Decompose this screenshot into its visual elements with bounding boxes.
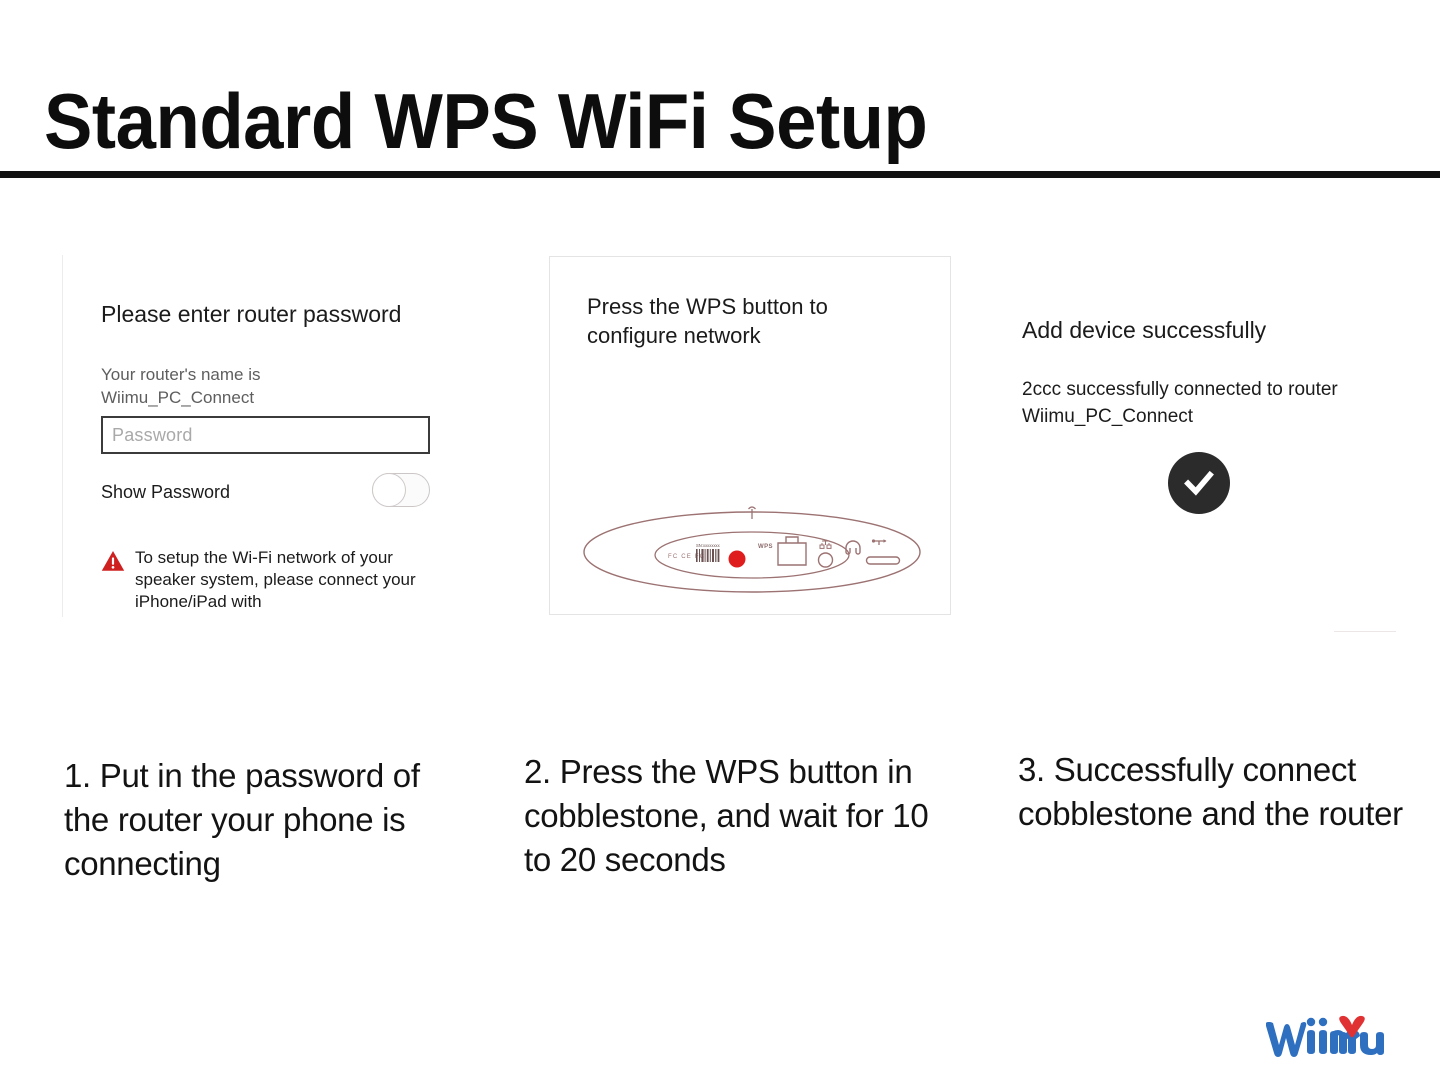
panel1-router-name-label: Your router's name is Wiimu_PC_Connect [101,365,261,407]
title-divider [0,171,1440,178]
caption-step-3: 3. Successfully connect cobblestone and … [1018,751,1403,832]
cobblestone-rear-ports-diagram: FC CE FC SN:xxxxxxxx WPS [582,497,922,602]
show-password-toggle[interactable] [372,473,430,507]
toggle-knob [372,473,406,507]
caption-step-2: 2. Press the WPS button in cobblestone, … [524,753,929,878]
svg-text:SN:xxxxxxxx: SN:xxxxxxxx [696,543,721,548]
panel2-heading: Press the WPS button to configure networ… [587,294,828,348]
svg-text:WPS: WPS [758,544,773,550]
panel3-divider [1334,631,1396,632]
warning-triangle-icon [101,550,125,613]
page-title: Standard WPS WiFi Setup [44,77,928,165]
screenshot-panel-add-device-success: Add device successfully 2ccc successfull… [1012,258,1402,633]
svg-text:FC CE FC: FC CE FC [668,554,705,560]
show-password-label: Show Password [101,482,231,502]
panel1-warning: To setup the Wi-Fi network of your speak… [101,547,431,613]
panel3-status-message: 2ccc successfully connected to router Wi… [1022,379,1338,427]
screenshot-panel-press-wps: Press the WPS button to configure networ… [549,256,951,615]
panel1-heading: Please enter router password [101,301,402,327]
screenshot-panel-enter-password: Please enter router password Your router… [62,255,482,617]
panel3-heading: Add device successfully [1022,317,1267,343]
wiimu-logo [1265,1008,1416,1064]
password-input-placeholder: Password [112,424,193,445]
caption-step-1: 1. Put in the password of the router you… [64,757,420,882]
password-input[interactable]: Password [101,416,430,454]
panel1-warning-text: To setup the Wi-Fi network of your speak… [135,548,416,611]
check-circle-icon [1168,452,1230,514]
